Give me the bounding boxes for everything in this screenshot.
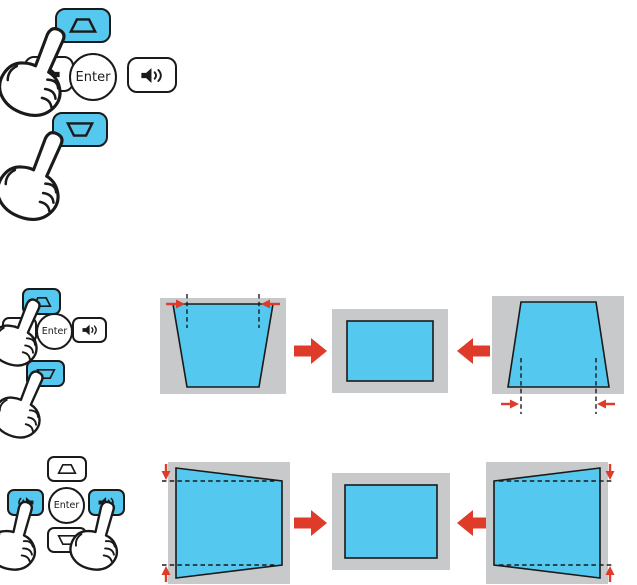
keystone-down-icon	[57, 534, 77, 546]
volume-up-icon	[139, 67, 165, 84]
enter-button: Enter	[36, 313, 73, 350]
enter-button-label: Enter	[53, 499, 80, 511]
arrow-right-icon	[294, 510, 327, 536]
volume-up-icon	[97, 496, 116, 509]
enter-button-label: Enter	[75, 69, 111, 85]
volume-down-icon	[16, 496, 35, 509]
keystone-down-button	[47, 527, 87, 553]
volume-down-icon	[11, 324, 29, 336]
keystone-up-button	[47, 456, 87, 482]
arrow-left-icon	[457, 338, 490, 364]
keystone-up-icon	[32, 296, 52, 308]
volume-up-button	[127, 57, 177, 93]
keystone-down-icon	[65, 121, 95, 138]
arrow-right-icon	[294, 338, 327, 364]
volume-down-button	[7, 489, 44, 516]
volume-up-icon	[81, 324, 99, 336]
volume-up-button	[72, 317, 107, 343]
keystone-up-icon	[68, 17, 98, 34]
keystone-down-icon	[36, 368, 56, 380]
screen-tall-right-trapezoid	[486, 462, 615, 584]
enter-button-label: Enter	[41, 325, 68, 337]
screen-wide-bottom-trapezoid	[492, 296, 624, 414]
keystone-up-button	[22, 288, 61, 315]
keystone-down-button	[52, 112, 108, 147]
volume-down-button	[2, 317, 37, 343]
screen-tall-left-trapezoid	[161, 462, 290, 584]
volume-up-button	[88, 489, 125, 516]
enter-button: Enter	[69, 53, 117, 101]
enter-button: Enter	[48, 487, 85, 524]
screen-corrected	[332, 309, 448, 393]
arrow-left-icon	[457, 510, 490, 536]
keystone-down-button	[26, 360, 65, 387]
volume-down-icon	[36, 66, 62, 83]
keystone-up-icon	[57, 463, 77, 475]
screen-corrected	[332, 473, 450, 570]
keystone-up-button	[55, 8, 111, 43]
screen-wide-top-trapezoid	[160, 294, 286, 394]
volume-down-button	[24, 56, 74, 92]
